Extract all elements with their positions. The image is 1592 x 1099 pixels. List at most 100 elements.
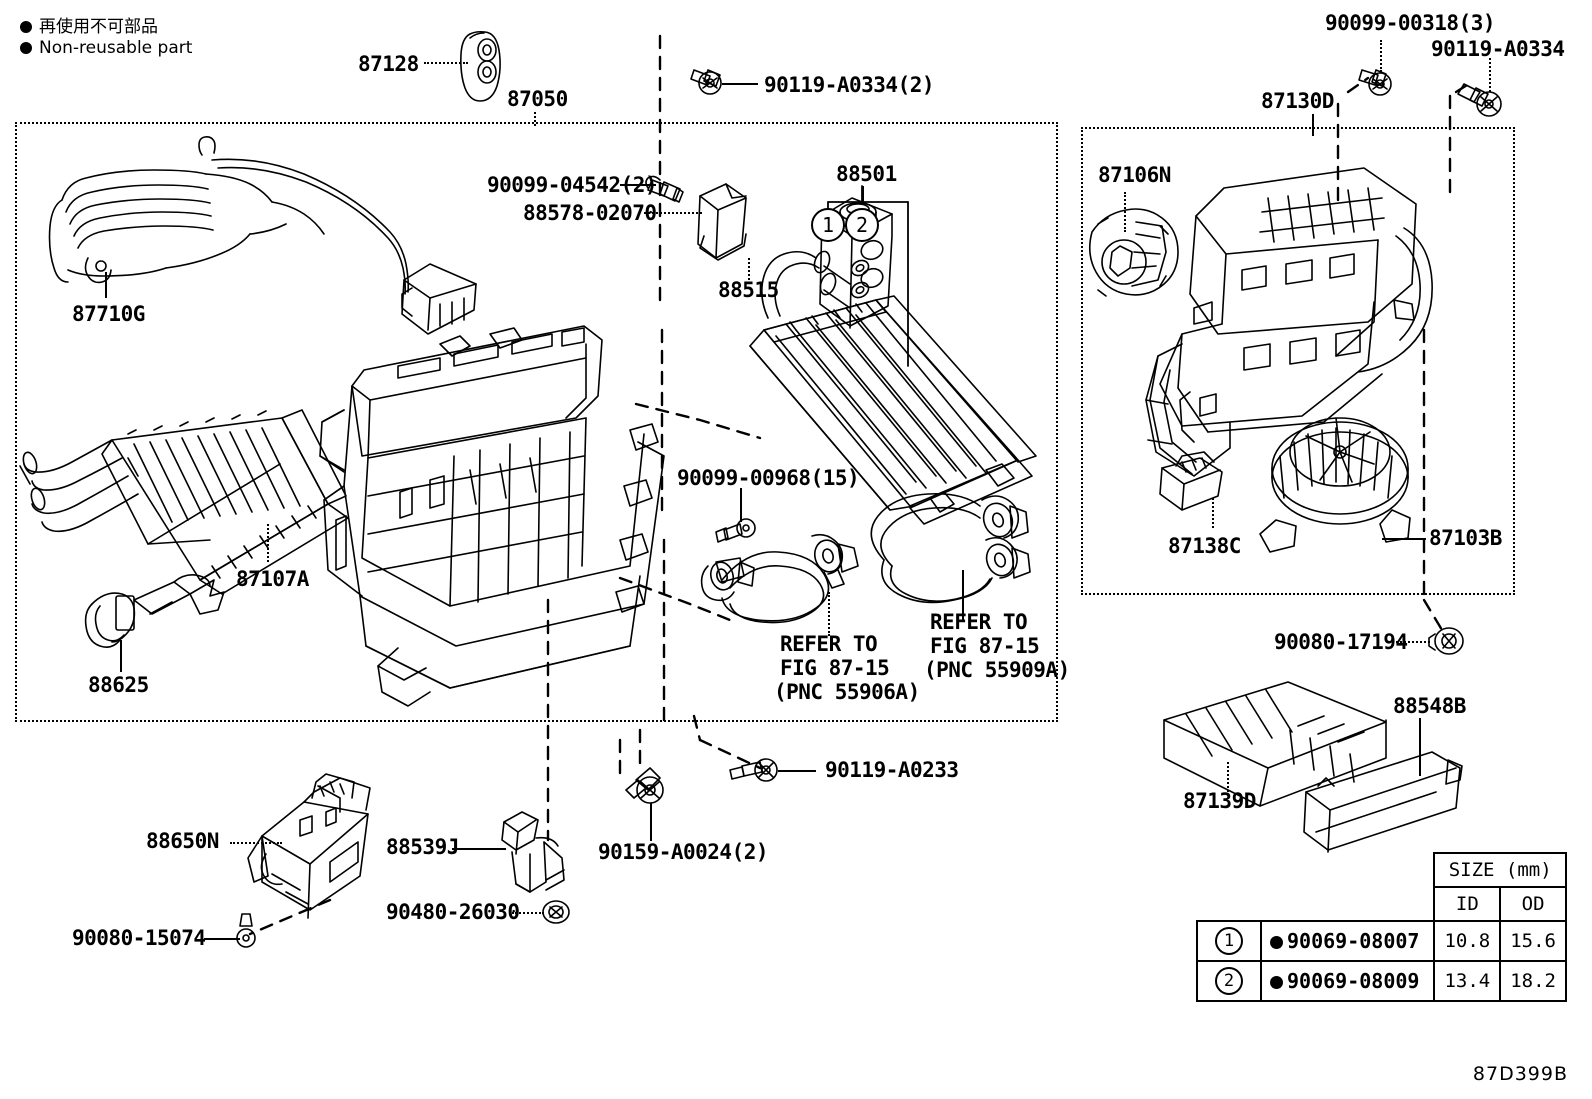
- leader-88650N: [230, 842, 282, 844]
- refer-55909A-line1: REFER TO: [930, 610, 1028, 634]
- leader-ref-55906A: [828, 592, 830, 636]
- filled-circle-icon: [20, 21, 32, 33]
- callout-87050: 87050: [507, 87, 568, 111]
- callout-90119-A0334: 90119-A0334: [1431, 37, 1565, 61]
- callout-88625: 88625: [88, 673, 149, 697]
- size-table: SIZE (mm) ID OD 1 90069-08007 10.8 15.6: [1196, 852, 1567, 1002]
- non-reusable-dot-icon: [1270, 936, 1283, 949]
- art-90080-17194: [1429, 628, 1463, 654]
- leader-90119-A0233: [778, 770, 816, 772]
- leader-90159-A0024-2: [650, 803, 652, 841]
- row-2-marker: 2: [1196, 960, 1262, 1002]
- callout-87139D: 87139D: [1183, 789, 1256, 813]
- spacer-cell-4: [1261, 887, 1434, 921]
- callout-90099-00968-15: 90099-00968(15): [677, 466, 860, 490]
- marker-2: 2: [845, 208, 879, 242]
- art-bolt-90119-A0334: [1458, 84, 1501, 116]
- circled-1-icon: 1: [1215, 927, 1243, 955]
- refer-55909A-line3: (PNC 55909A): [924, 658, 1070, 683]
- leader-90099-00968-15: [740, 488, 742, 522]
- leader-87106N: [1124, 192, 1126, 232]
- callout-87103B: 87103B: [1429, 526, 1502, 550]
- leader-90080-17194: [1388, 641, 1430, 643]
- callout-90099-00318-3: 90099-00318(3): [1325, 11, 1496, 35]
- size-table-row: 1 90069-08007 10.8 15.6: [1196, 920, 1567, 962]
- size-table-header-cols: ID OD: [1197, 886, 1567, 922]
- art-88539J: [502, 812, 564, 892]
- leader-90099-00318-3: [1380, 40, 1382, 72]
- size-table-header-group: SIZE (mm): [1197, 852, 1567, 888]
- refer-block-55906A: REFER TO FIG 87-15 (PNC 55906A): [774, 632, 920, 704]
- col-header-id: ID: [1433, 886, 1502, 922]
- art-bolt-90099-00318: [1359, 70, 1391, 95]
- callout-87106N: 87106N: [1098, 163, 1171, 187]
- leader-90119-A0334-2: [722, 83, 758, 85]
- art-87139D: [1164, 682, 1386, 806]
- leader-87138C: [1212, 498, 1214, 528]
- leader-88515: [748, 258, 750, 280]
- callout-90099-04542-2: 90099-04542(2): [487, 173, 658, 197]
- callout-87710G: 87710G: [72, 302, 145, 326]
- circled-2-icon: 2: [1215, 967, 1243, 995]
- leader-88625: [120, 640, 122, 672]
- leader-88548B: [1419, 718, 1421, 776]
- filled-circle-icon: [20, 42, 32, 54]
- callout-88548B: 88548B: [1393, 694, 1466, 718]
- callout-88578-02070: 88578-02070: [523, 201, 657, 225]
- non-reusable-dot-icon: [1270, 976, 1283, 989]
- callout-90159-A0024-2: 90159-A0024(2): [598, 840, 769, 864]
- art-90480-26030: [543, 901, 569, 923]
- callout-90080-15074: 90080-15074: [72, 926, 206, 950]
- spacer-cell-3: [1197, 887, 1261, 921]
- art-bolt-90119-A0334-2: [691, 70, 721, 94]
- callout-90480-26030: 90480-26030: [386, 900, 520, 924]
- leader-87130D: [1312, 114, 1314, 136]
- leader-87710G: [105, 272, 107, 298]
- row-1-od: 15.6: [1499, 920, 1567, 962]
- callout-90119-A0233: 90119-A0233: [825, 758, 959, 782]
- leader-90480-26030: [512, 912, 544, 914]
- art-88548B: [1304, 752, 1462, 852]
- refer-block-55909A: REFER TO FIG 87-15 (PNC 55909A): [924, 610, 1070, 682]
- callout-88515: 88515: [718, 278, 779, 302]
- refer-55906A-line2: FIG 87-15: [780, 656, 890, 681]
- leader-87128: [424, 62, 468, 64]
- panel-blower-unit: [1081, 127, 1515, 595]
- callout-90080-17194: 90080-17194: [1274, 630, 1408, 654]
- marker-2-label: 2: [855, 213, 869, 237]
- legend-jp: 再使用不可部品: [20, 12, 158, 37]
- row-1-part-number: 90069-08007: [1287, 929, 1420, 953]
- callout-88501: 88501: [836, 162, 897, 186]
- callout-88650N: 88650N: [146, 829, 219, 853]
- leader-90099-04542-2: [620, 184, 656, 186]
- leader-88539J: [452, 848, 506, 850]
- row-1-id: 10.8: [1433, 920, 1502, 962]
- size-header-label: SIZE (mm): [1433, 852, 1567, 888]
- marker-1: 1: [811, 208, 845, 242]
- legend-en: Non-reusable part: [20, 38, 192, 58]
- size-table-row: 2 90069-08009 13.4 18.2: [1196, 960, 1567, 1002]
- row-1-part: 90069-08007: [1259, 920, 1436, 962]
- figure-number: 87D399B: [1472, 1063, 1568, 1085]
- spacer-cell-2: [1261, 853, 1434, 887]
- leader-87139D: [1227, 762, 1229, 796]
- legend-jp-text: 再使用不可部品: [39, 17, 158, 37]
- callout-87138C: 87138C: [1168, 534, 1241, 558]
- callout-88539J: 88539J: [386, 835, 459, 859]
- refer-55909A-line2: FIG 87-15: [930, 634, 1040, 659]
- art-88650N: [248, 774, 370, 918]
- leader-ref-55909A: [962, 570, 964, 620]
- row-2-part-number: 90069-08009: [1287, 969, 1420, 993]
- callout-90119-A0334-2: 90119-A0334(2): [764, 73, 935, 97]
- row-1-marker: 1: [1196, 920, 1262, 962]
- callout-87107A: 87107A: [236, 567, 309, 591]
- row-2-id: 13.4: [1433, 960, 1502, 1002]
- marker-1-label: 1: [821, 213, 835, 237]
- leader-88578-02070: [644, 212, 702, 214]
- art-screw-90080-15074: [237, 914, 255, 947]
- refer-55906A-line1: REFER TO: [780, 632, 878, 656]
- leader-90119-A0334: [1489, 58, 1491, 92]
- callout-87130D: 87130D: [1261, 89, 1334, 113]
- art-screw-90159-A0024: [626, 768, 663, 803]
- refer-55906A-line3: (PNC 55906A): [774, 680, 920, 705]
